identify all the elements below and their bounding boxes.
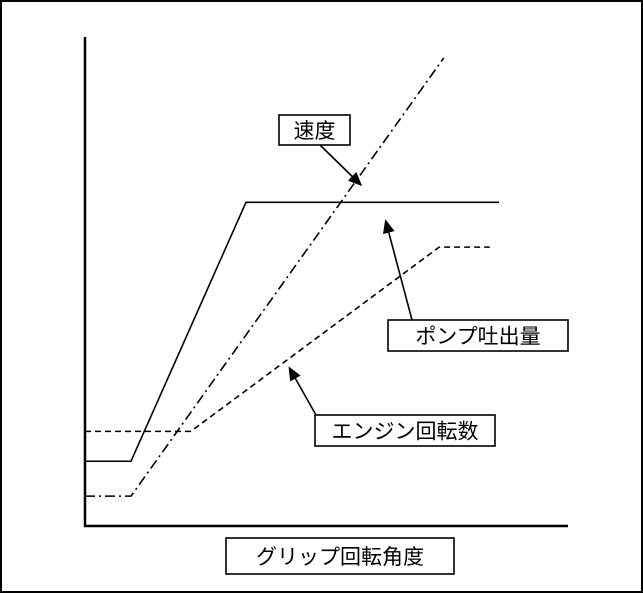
annotation-label-pump-output: ポンプ吐出量 bbox=[415, 325, 540, 349]
annotation-box-pump-output bbox=[387, 319, 569, 352]
series-line-speed bbox=[85, 57, 445, 497]
annotation-box-engine-speed bbox=[314, 414, 496, 447]
annotation-arrow-pump-output bbox=[383, 219, 413, 321]
series-line-engine-speed bbox=[85, 246, 490, 433]
x-axis-title: グリップ回転角度 bbox=[256, 545, 424, 569]
annotation-arrow-engine-speed bbox=[288, 366, 317, 416]
series-layer bbox=[85, 57, 499, 497]
annotation-arrow-speed bbox=[319, 144, 363, 187]
x-axis-title-box bbox=[225, 537, 455, 575]
annotation-label-engine-speed: エンジン回転数 bbox=[332, 420, 479, 444]
x-axis-title-group: グリップ回転角度 bbox=[225, 537, 455, 575]
annotation-box-speed bbox=[278, 114, 351, 146]
annotation-label-speed: 速度 bbox=[294, 119, 336, 143]
series-line-pump-output bbox=[85, 201, 499, 463]
